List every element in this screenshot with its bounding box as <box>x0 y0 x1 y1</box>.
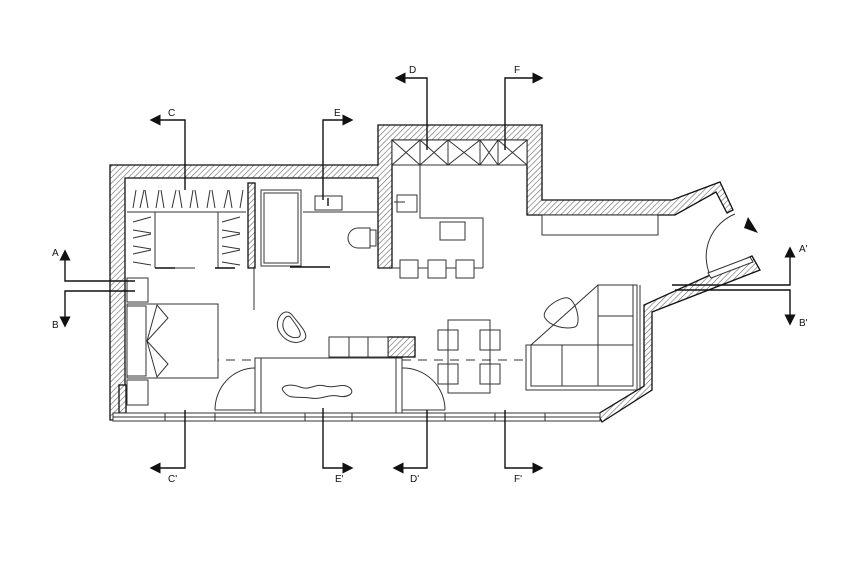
stool <box>455 259 475 279</box>
upper-cabinets <box>391 139 528 166</box>
tv-cabinet <box>541 214 659 236</box>
nightstand <box>126 277 149 303</box>
section-label-d: D <box>409 65 416 76</box>
kitchen-sink <box>396 194 418 213</box>
section-markers <box>59 72 796 474</box>
cushion-shape <box>282 384 353 399</box>
section-label-e: E <box>334 108 341 119</box>
section-labels: A B A' B' C C' D D' E E' F F' <box>52 65 808 485</box>
window-wall <box>112 412 601 422</box>
entry-arrow-icon <box>744 217 758 233</box>
wall-corner-stub <box>118 384 127 414</box>
hangers-left <box>132 216 152 266</box>
exterior-walls <box>109 124 761 423</box>
dining-set <box>437 319 501 394</box>
cooktop <box>439 221 466 241</box>
rug-ottoman <box>276 311 307 343</box>
bathtub <box>260 189 302 267</box>
dining-table <box>447 319 491 394</box>
kitchen-column <box>387 336 416 358</box>
balcony-bench <box>214 357 446 414</box>
closet-partition-wall <box>247 182 256 269</box>
entry-door <box>705 213 758 279</box>
bed <box>126 303 219 379</box>
blanket-fold <box>146 303 169 379</box>
console-units <box>328 336 389 358</box>
right-door-swing <box>401 367 446 411</box>
section-label-f-prime: F' <box>514 474 522 485</box>
kitchen <box>391 139 528 279</box>
section-label-b: B <box>52 320 59 331</box>
closet <box>127 189 246 269</box>
north-west-wall <box>109 124 734 421</box>
kitchen-island <box>419 165 484 268</box>
sofa <box>525 284 641 391</box>
bathroom <box>260 189 378 268</box>
section-label-b-prime: B' <box>799 318 808 329</box>
nightstand <box>126 379 149 406</box>
toilet <box>347 227 371 249</box>
section-label-a: A <box>52 248 59 259</box>
hangers-right <box>221 216 241 266</box>
section-label-c: C <box>168 108 175 119</box>
bedroom <box>126 277 219 406</box>
pouf <box>543 297 579 329</box>
hangers-top <box>132 189 244 209</box>
section-label-e-prime: E' <box>335 474 344 485</box>
section-label-c-prime: C' <box>168 474 177 485</box>
south-east-wall <box>597 255 761 423</box>
stool <box>399 259 419 279</box>
left-door-swing <box>214 367 256 411</box>
stool <box>427 259 447 279</box>
section-label-f: F <box>514 65 520 76</box>
section-label-d-prime: D' <box>410 474 419 485</box>
section-label-a-prime: A' <box>799 244 808 255</box>
